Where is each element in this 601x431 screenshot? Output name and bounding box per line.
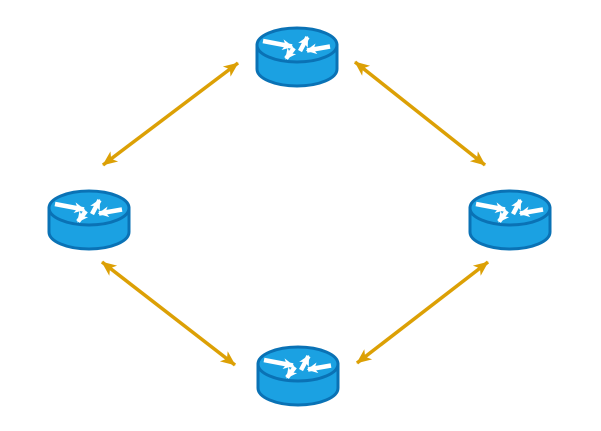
router-bottom-node bbox=[258, 347, 338, 405]
link-left-bottom bbox=[100, 260, 237, 367]
router-left-node bbox=[49, 191, 129, 249]
router-icon bbox=[258, 347, 338, 405]
routers-layer bbox=[49, 28, 550, 405]
router-top-node bbox=[257, 28, 337, 86]
link-bottom-right bbox=[355, 260, 490, 365]
link-left-top bbox=[101, 61, 240, 167]
router-icon bbox=[257, 28, 337, 86]
links-layer bbox=[100, 60, 490, 367]
router-right-node bbox=[470, 191, 550, 249]
router-icon bbox=[470, 191, 550, 249]
router-icon bbox=[49, 191, 129, 249]
link-top-right bbox=[353, 60, 487, 167]
